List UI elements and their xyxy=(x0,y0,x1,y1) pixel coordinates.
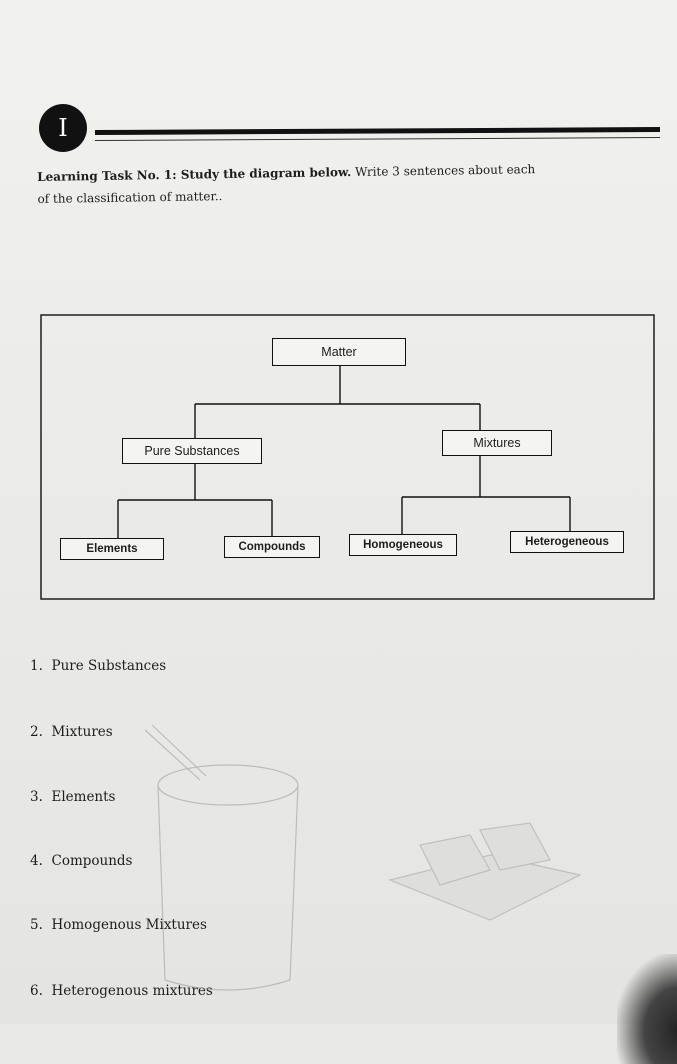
task-instruction: Write 3 sentences about each xyxy=(355,162,535,179)
question-number: 6. xyxy=(30,983,43,999)
node-pure-substances: Pure Substances xyxy=(122,438,262,464)
question-item: 3. Elements xyxy=(30,789,115,805)
node-pure-substances-label: Pure Substances xyxy=(144,444,239,458)
node-heterogeneous: Heterogeneous xyxy=(510,531,624,553)
node-heterogeneous-label: Heterogeneous xyxy=(525,536,609,548)
node-mixtures-label: Mixtures xyxy=(473,436,520,450)
node-elements-label: Elements xyxy=(86,543,137,555)
question-number: 2. xyxy=(30,724,43,740)
node-matter-label: Matter xyxy=(321,345,356,359)
node-elements: Elements xyxy=(60,538,164,560)
node-compounds-label: Compounds xyxy=(238,541,305,553)
ice-cubes-sketch xyxy=(380,815,600,925)
question-text: Elements xyxy=(51,789,115,805)
question-number: 3. xyxy=(30,789,43,805)
question-number: 4. xyxy=(30,853,43,869)
question-number: 5. xyxy=(30,917,43,933)
question-item: 4. Compounds xyxy=(30,853,132,869)
question-number: 1. xyxy=(30,658,43,674)
node-mixtures: Mixtures xyxy=(442,430,552,456)
section-badge-label: I xyxy=(58,114,67,142)
question-item: 1. Pure Substances xyxy=(30,658,166,674)
question-text: Mixtures xyxy=(51,724,112,740)
task-label: Learning Task No. 1: Study the diagram b… xyxy=(37,165,351,184)
node-matter: Matter xyxy=(272,338,406,366)
shadow-corner xyxy=(617,954,677,1064)
beaker-sketch xyxy=(140,720,320,1000)
section-badge: I xyxy=(39,104,87,152)
node-homogeneous-label: Homogeneous xyxy=(363,539,443,551)
node-homogeneous: Homogeneous xyxy=(349,534,457,556)
question-text: Compounds xyxy=(51,853,132,869)
node-compounds: Compounds xyxy=(224,536,320,558)
question-item: 2. Mixtures xyxy=(30,724,113,740)
classification-diagram: Matter Pure Substances Mixtures Elements… xyxy=(40,300,656,600)
question-text: Pure Substances xyxy=(51,658,166,674)
